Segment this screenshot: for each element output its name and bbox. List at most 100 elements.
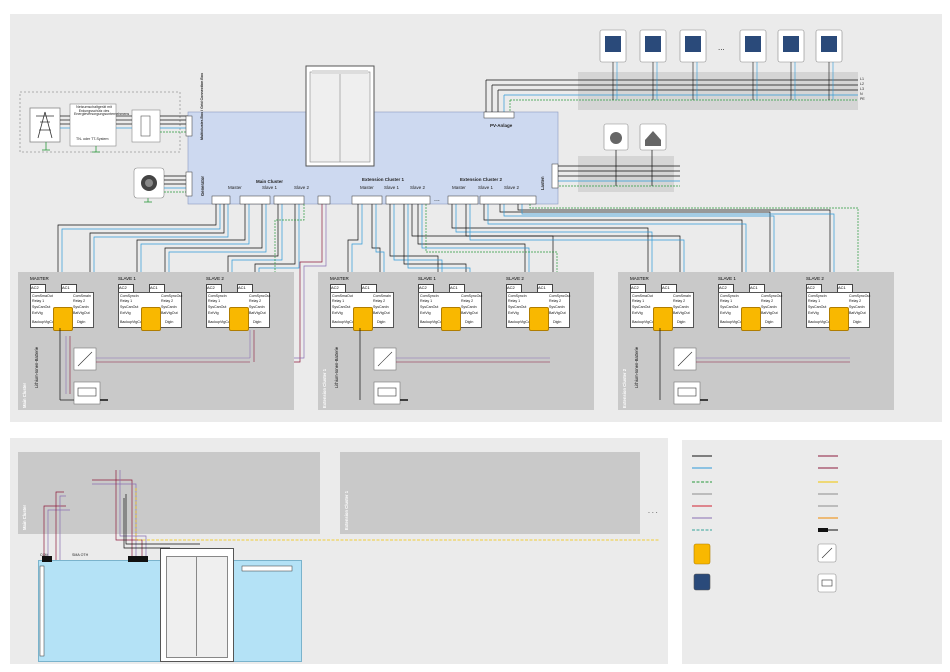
unit-cell-label: SysCanIn — [461, 305, 477, 309]
power-pylon-icon — [29, 107, 61, 143]
unit-cell-label: ExtVtg — [632, 311, 643, 315]
unit-cell-label: Relay 2 — [761, 299, 774, 303]
unit-cell-label: Relay 2 — [549, 299, 562, 303]
bus-label-n: N — [860, 92, 863, 96]
unit-cell-label: ExtVtg — [720, 311, 731, 315]
unit-cell-label: BackupVtgCur — [420, 320, 444, 324]
inverter-icon — [141, 307, 161, 331]
inverter-icon — [653, 307, 673, 331]
unit-cell-label: ExtVtg — [32, 311, 43, 315]
unit-cell-label: BatVtgOut — [73, 311, 90, 315]
unit-cell-label: SysCanIn — [249, 305, 265, 309]
unit-cell-label: BatVtgOut — [461, 311, 478, 315]
unit-cell-label: ExtVtg — [120, 311, 131, 315]
unit-role-label: SLAVE 1 — [718, 276, 736, 281]
unit-cell-label: Relay 2 — [849, 299, 862, 303]
pv-dots-label: ... — [718, 43, 725, 52]
unit-role-label: SLAVE 2 — [206, 276, 224, 281]
bus-label-l3: L3 — [860, 87, 864, 91]
unit-cell-label: Relay 1 — [508, 299, 521, 303]
unit-cell-label: ComSyncIn — [508, 294, 527, 298]
unit-cell-label: SysCanOut — [420, 305, 439, 309]
bus-label-pe: PE — [860, 97, 865, 101]
inverter-icon — [53, 307, 73, 331]
inverter-icon — [529, 307, 549, 331]
unit-cell-label: ExtVtg — [808, 311, 819, 315]
slave1-label-mc: Slave 1 — [262, 185, 278, 190]
inverter-icon — [353, 307, 373, 331]
master-label-e2: Master — [452, 185, 466, 190]
unit-cell-label: ComSmaOut — [32, 294, 53, 298]
unit-cell-label: Relay 2 — [461, 299, 474, 303]
unit-cell-label: BatVtgOut — [673, 311, 690, 315]
unit-cell-label: Relay 2 — [373, 299, 386, 303]
pv-label: PV-Anlage — [490, 123, 513, 128]
main-cluster-header: Main Cluster — [256, 179, 284, 184]
unit-cell-label: Relay 1 — [208, 299, 221, 303]
legend-inverter-icon — [693, 543, 711, 565]
inverter-icon — [441, 307, 461, 331]
dots-label: ... — [434, 196, 440, 203]
ext2-header: Extension Cluster 2 — [460, 177, 503, 182]
unit-cell-label: BackupVtgCur — [808, 320, 832, 324]
master-label-mc: Master — [228, 185, 242, 190]
unit-cell-label: Relay 1 — [720, 299, 733, 303]
unit-cell-label: SysCanOut — [720, 305, 739, 309]
unit-cell-label: BackupVtgCur — [332, 320, 356, 324]
slave1-label-e1: Slave 1 — [384, 185, 400, 190]
unit-cell-label: Relay 2 — [249, 299, 262, 303]
grid-system-label: TN- oder TT-System — [76, 137, 109, 141]
inverter-icon — [229, 307, 249, 331]
legend-pv-inverter-icon — [693, 573, 711, 591]
unit-cell-label: SysCanIn — [849, 305, 865, 309]
unit-cell-label: SysCanOut — [508, 305, 527, 309]
unit-cell-label: SysCanIn — [549, 305, 565, 309]
unit-cell-label: SysCanIn — [161, 305, 177, 309]
unit-cell-label: BackupVtgCur — [632, 320, 656, 324]
unit-cell-label: SysCanIn — [761, 305, 777, 309]
unit-role-label: SLAVE 2 — [806, 276, 824, 281]
slave1-label-e2: Slave 1 — [478, 185, 494, 190]
legend-battery-icon — [817, 573, 837, 593]
unit-cell-label: ComSyncIn — [420, 294, 439, 298]
unit-cell-label: ComSyncOut — [849, 294, 871, 298]
unit-cell-label: SysCanOut — [120, 305, 139, 309]
unit-cell-label: Relay 1 — [332, 299, 345, 303]
unit-role-label: MASTER — [630, 276, 649, 281]
unit-cell-label: BatVtgOut — [249, 311, 266, 315]
ctrl-smaoth-label: SMA OTH — [72, 553, 89, 557]
unit-cell-label: ComSyncIn — [208, 294, 227, 298]
bus-label-l1: L1 — [860, 77, 864, 81]
unit-cell-label: DigIn — [677, 320, 686, 324]
unit-cell-label: ComSyncOut — [249, 294, 271, 298]
bottom-dots: . . . — [648, 508, 658, 515]
bottom-cabinet-divider — [196, 556, 197, 656]
unit-cell-label: Relay 1 — [420, 299, 433, 303]
unit-cell-label: ComSyncIn — [808, 294, 827, 298]
unit-cell-label: DigIn — [553, 320, 562, 324]
slave2-label-mc: Slave 2 — [294, 185, 310, 190]
unit-cell-label: ExtVtg — [420, 311, 431, 315]
legend-connector-icon — [818, 528, 828, 532]
unit-cell-label: ComSyncIn — [720, 294, 739, 298]
unit-cell-label: DigIn — [77, 320, 86, 324]
unit-cell-label: ExtVtg — [332, 311, 343, 315]
unit-cell-label: BackupVtgCur — [720, 320, 744, 324]
bottom-main-cluster — [18, 452, 320, 534]
unit-cell-label: BatVtgOut — [849, 311, 866, 315]
unit-cell-label: Relay 1 — [808, 299, 821, 303]
unit-role-label: SLAVE 1 — [118, 276, 136, 281]
unit-cell-label: BackupVtgCur — [208, 320, 232, 324]
unit-cell-label: ComSmaIn — [673, 294, 691, 298]
unit-cell-label: DigIn — [377, 320, 386, 324]
grid-label: Netzumschaltgerät mit Erdungsschütz des … — [74, 105, 130, 117]
